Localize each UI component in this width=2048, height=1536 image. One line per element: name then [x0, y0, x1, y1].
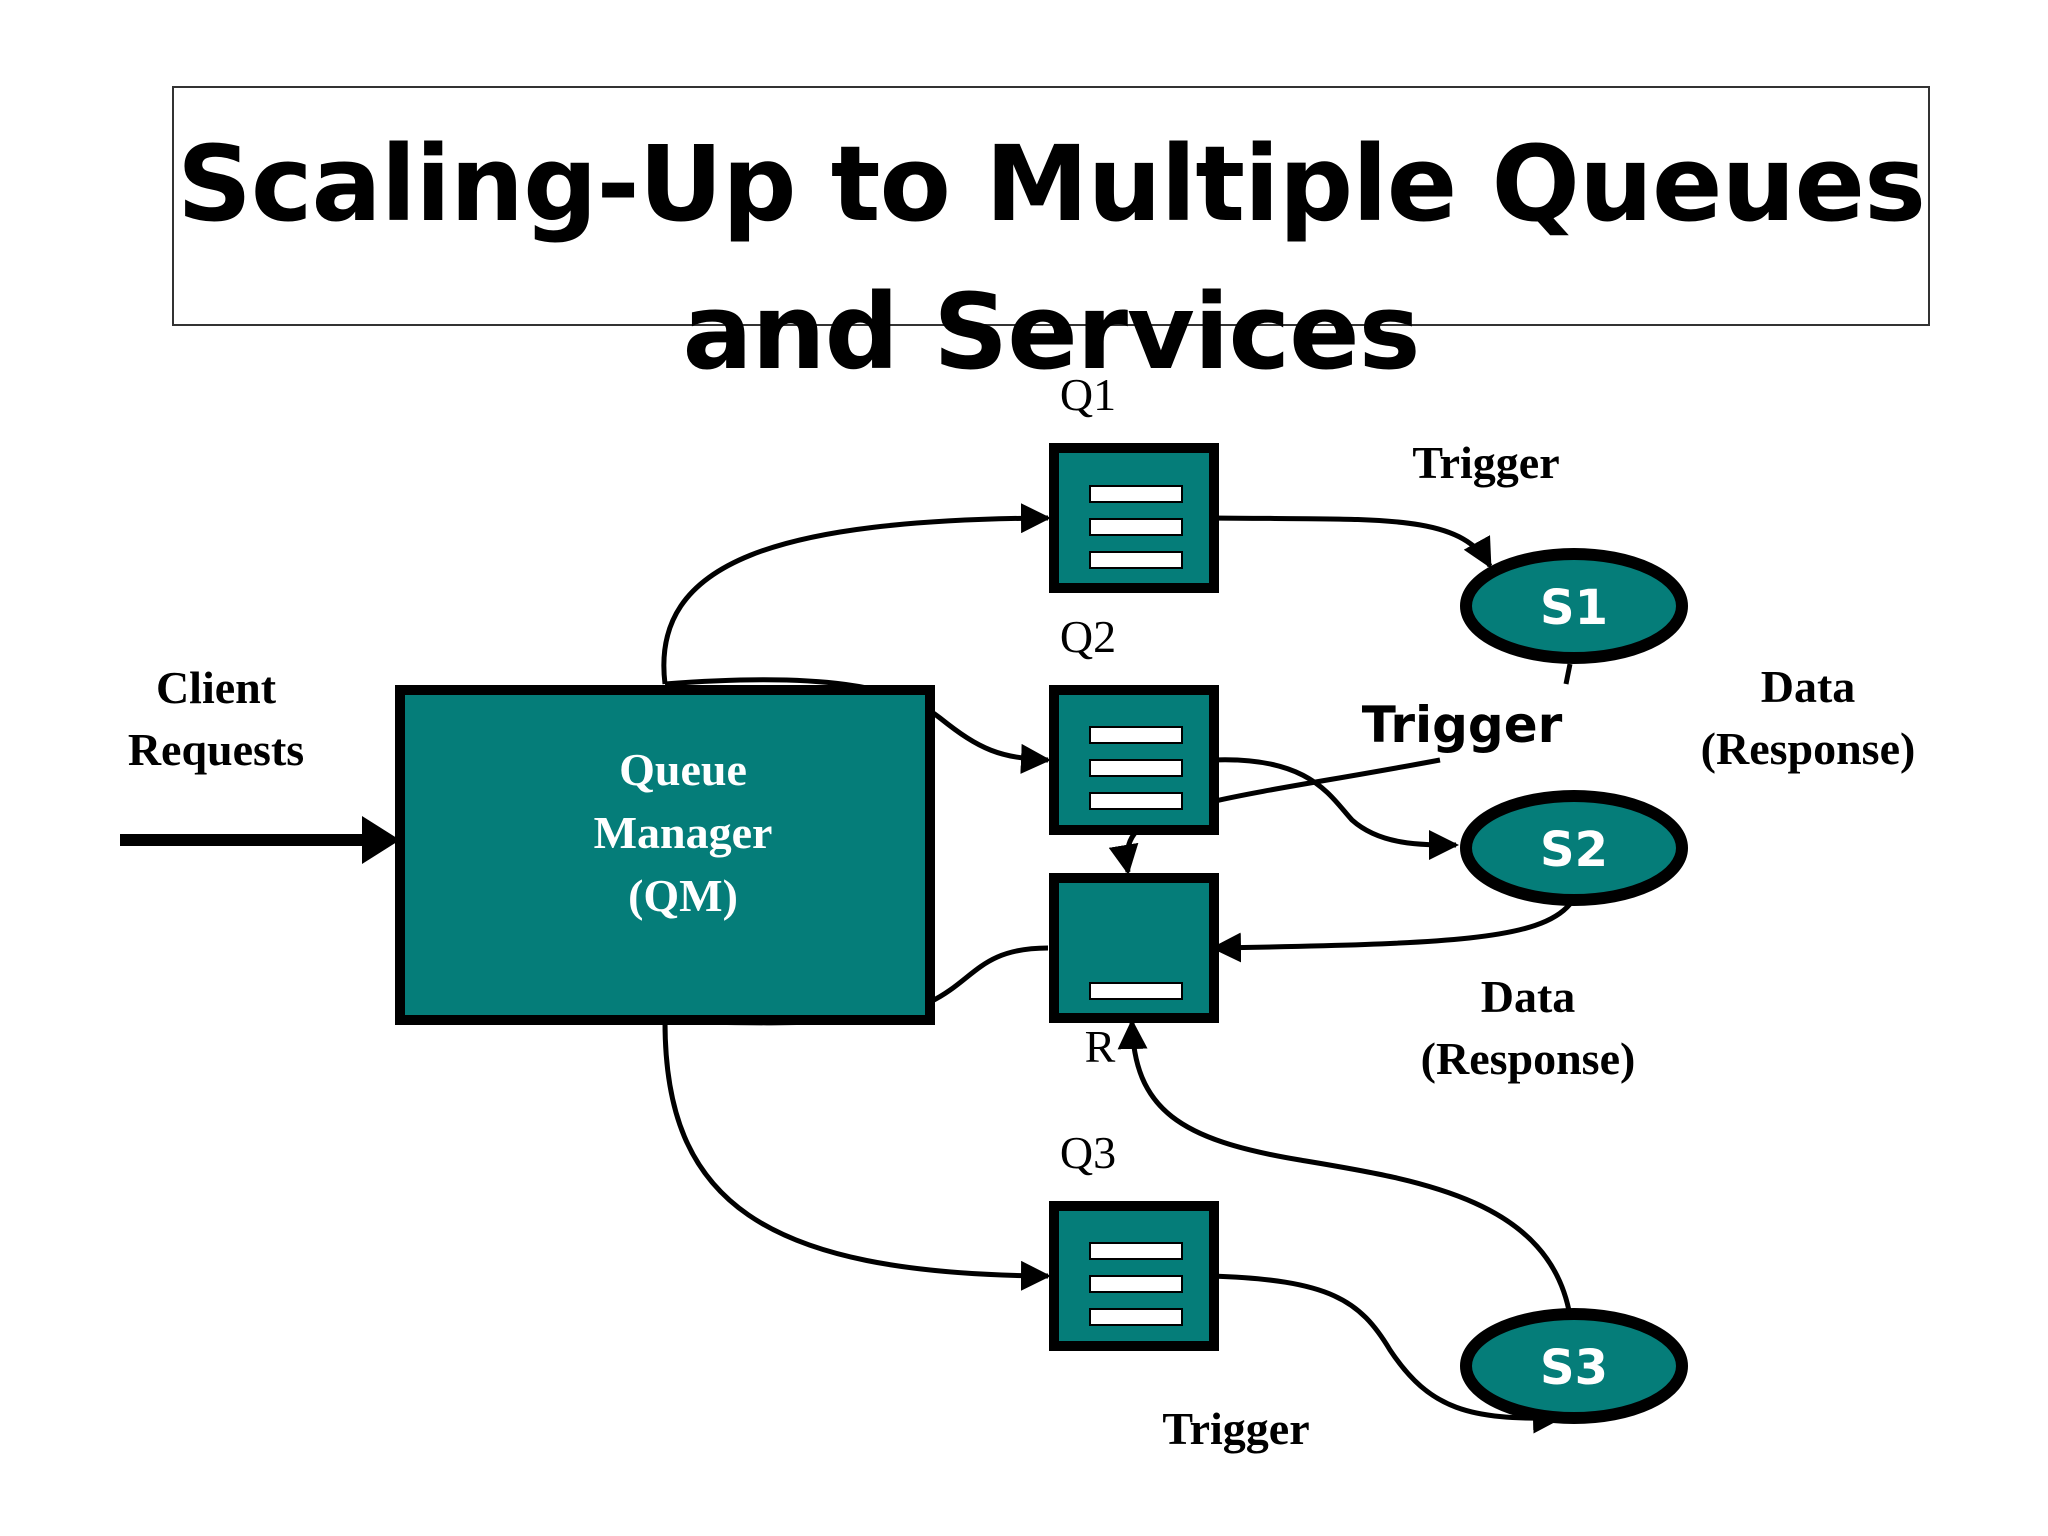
- service-s2-label: S2: [1540, 822, 1608, 878]
- service-s3-label: S3: [1540, 1340, 1608, 1396]
- queue-q2: [1049, 685, 1219, 835]
- qm-to-q3-connector: [662, 1021, 1051, 1291]
- response-queue-r: [1049, 873, 1219, 1023]
- s3-to-r-connector: [1117, 1019, 1573, 1317]
- slide-title: Scaling-Up to Multiple Queues and Servic…: [177, 123, 1926, 393]
- queue-q3: [1049, 1201, 1219, 1351]
- data-response-mid-line2: (Response): [1421, 1033, 1636, 1084]
- service-s2: S2: [1460, 790, 1688, 906]
- title-box: [172, 86, 1930, 326]
- q2-to-s2-connector: [1211, 757, 1459, 860]
- client-requests-label-line2: Requests: [128, 724, 304, 775]
- queue-manager-box: Queue Manager (QM): [395, 685, 935, 1025]
- queue-q2-label: Q2: [1060, 611, 1116, 662]
- trigger-label-bottom: Trigger: [1162, 1403, 1309, 1454]
- service-s1: S1: [1460, 548, 1688, 664]
- queue-manager-label-line1: Queue: [619, 744, 747, 795]
- queue-q3-label: Q3: [1060, 1127, 1116, 1178]
- queue-manager-label-line3: (QM): [628, 870, 738, 921]
- data-response-right-line1: Data: [1761, 661, 1856, 712]
- service-s1-label: S1: [1540, 580, 1608, 636]
- queue-q1: [1049, 443, 1219, 593]
- trigger-label-top: Trigger: [1412, 437, 1559, 488]
- data-response-mid-line1: Data: [1481, 971, 1576, 1022]
- qm-to-q1-connector: [661, 503, 1051, 685]
- trigger-label-middle: Trigger: [1362, 696, 1563, 754]
- data-response-right-line2: (Response): [1701, 723, 1916, 774]
- q1-to-s1-connector: [1211, 515, 1493, 569]
- service-s3: S3: [1460, 1308, 1688, 1424]
- queue-manager-label-line2: Manager: [594, 807, 773, 858]
- s2-to-r-connector: [1211, 902, 1572, 963]
- queue-q1-label: Q1: [1060, 369, 1116, 420]
- response-queue-r-label: R: [1085, 1021, 1116, 1072]
- client-requests-label-line1: Client: [156, 662, 277, 713]
- q3-to-s3-connector: [1211, 1273, 1563, 1434]
- client-requests-arrow: [120, 816, 400, 864]
